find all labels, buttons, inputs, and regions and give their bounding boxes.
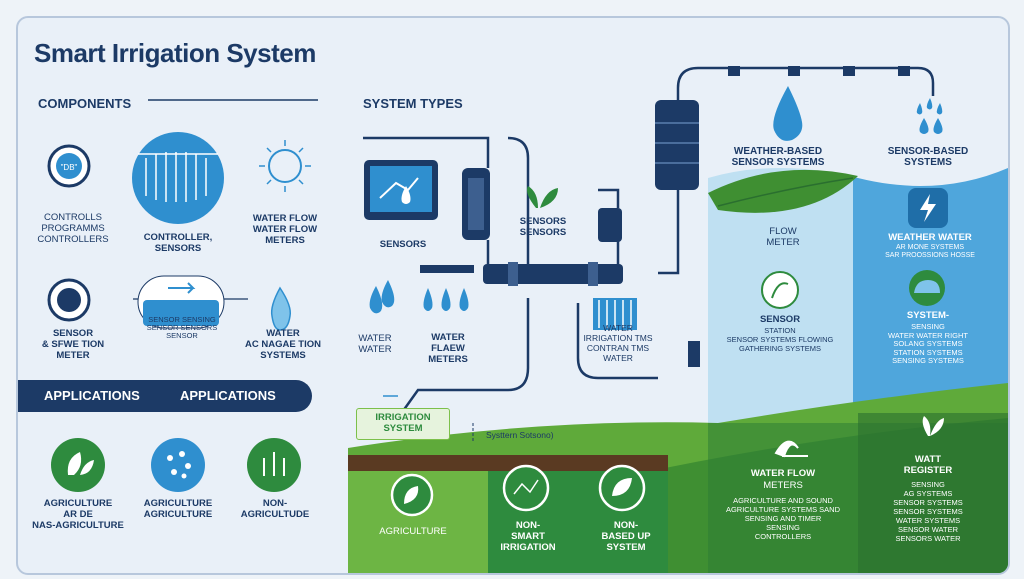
applications-tab-2[interactable]: APPLICATIONS bbox=[180, 388, 276, 403]
controller-sensors-label: CONTROLLER, SENSORS bbox=[143, 232, 213, 254]
watt-register-label: WATT REGISTER bbox=[903, 454, 953, 476]
irrigation-system-box: IRRIGATION SYSTEM bbox=[356, 408, 450, 440]
illustration-layer bbox=[47, 66, 1008, 573]
gauge-label: "DB" bbox=[60, 163, 78, 172]
sensor-right-desc: STATION SENSOR SYSTEMS FLOWING GATHERING… bbox=[726, 326, 834, 353]
infographic-frame: Smart Irrigation System COMPONENTS SYSTE… bbox=[16, 16, 1010, 575]
water-drop-icon bbox=[773, 86, 803, 141]
water-irrigation-label: WATER IRRIGATION TMS CONTRAN TMS WATER bbox=[583, 323, 653, 363]
applications-tab-1[interactable]: APPLICATIONS bbox=[44, 388, 140, 403]
sensor-based-label: SENSOR-BASED SYSTEMS bbox=[887, 146, 969, 168]
weather-water-sub: AR MONE SYSTEMS SAR PROOSSIONS HOSSE bbox=[885, 244, 975, 259]
controllers-circle bbox=[132, 132, 224, 224]
bottom-non-irrigation-label: NON- SMART IRRIGATION bbox=[500, 520, 556, 553]
bottom-agriculture-label: AGRICULTURE bbox=[379, 526, 447, 537]
weather-water-label: WEATHER WATER bbox=[888, 232, 972, 243]
system-right-desc: SENSING WATER WATER RIGHT SOLANG SYSTEMS… bbox=[888, 322, 968, 365]
main-pipe bbox=[483, 264, 623, 284]
sensor-right-label: SENSOR bbox=[759, 314, 801, 325]
filter-unit bbox=[655, 100, 699, 190]
bottom-non-system-label: NON- BASED UP SYSTEM bbox=[601, 520, 651, 553]
water-water-label: WATER WATER bbox=[358, 333, 392, 355]
system-right-label: SYSTEM- bbox=[906, 310, 950, 321]
agriculture-label-2: AGRICULTURE AGRICULTURE bbox=[143, 498, 213, 520]
soil-strip bbox=[348, 455, 668, 471]
water-flow-right-desc: AGRICULTURE AND SOUND AGRICULTURE SYSTEM… bbox=[725, 496, 841, 541]
sensor-meter-label: SENSOR & SFWE TION METER bbox=[41, 328, 105, 361]
system-note: Systtern Sotsono) bbox=[486, 430, 554, 440]
water-flow-meters-system-label: WATER FLAEW METERS bbox=[428, 332, 468, 365]
irrigation-system-label: IRRIGATION SYSTEM bbox=[375, 412, 431, 434]
applications-banner: APPLICATIONS APPLICATIONS bbox=[18, 380, 312, 412]
water-flow-right-label: WATER FLOW bbox=[750, 468, 816, 479]
components-heading: COMPONENTS bbox=[38, 96, 132, 111]
controllers-label: CONTROLLS PROGRAMMS CONTROLLERS bbox=[37, 212, 109, 245]
flow-meter-label: FLOW METER bbox=[766, 226, 800, 248]
sensors-label: SENSORS bbox=[379, 239, 427, 250]
page-title: Smart Irrigation System bbox=[34, 38, 316, 68]
non-agriculture-label: NON- AGRICULTUDE bbox=[240, 498, 310, 520]
water-systems-label: WATER AC NAGAE TION SYSTEMS bbox=[245, 328, 321, 361]
watt-register-desc: SENSING AG SYSTEMS SENSOR SYSTEMS SENSOR… bbox=[893, 480, 963, 543]
weather-based-label: WEATHER-BASED SENSOR SYSTEMS bbox=[731, 146, 825, 168]
sensor-screen-label: SENSOR SENSING SENSOR SENSORS SENSOR bbox=[146, 315, 218, 340]
sensors-label-2: SENSORS SENSORS bbox=[519, 216, 567, 238]
water-flow-meters-label: WATER FLOW WATER FLOW METERS bbox=[252, 213, 318, 246]
agriculture-label: AGRICULTURE AR DE NAS-AGRICULTURE bbox=[32, 498, 124, 531]
system-types-heading: SYSTEM TYPES bbox=[363, 96, 463, 111]
water-flow-right-sub: METERS bbox=[763, 480, 803, 491]
